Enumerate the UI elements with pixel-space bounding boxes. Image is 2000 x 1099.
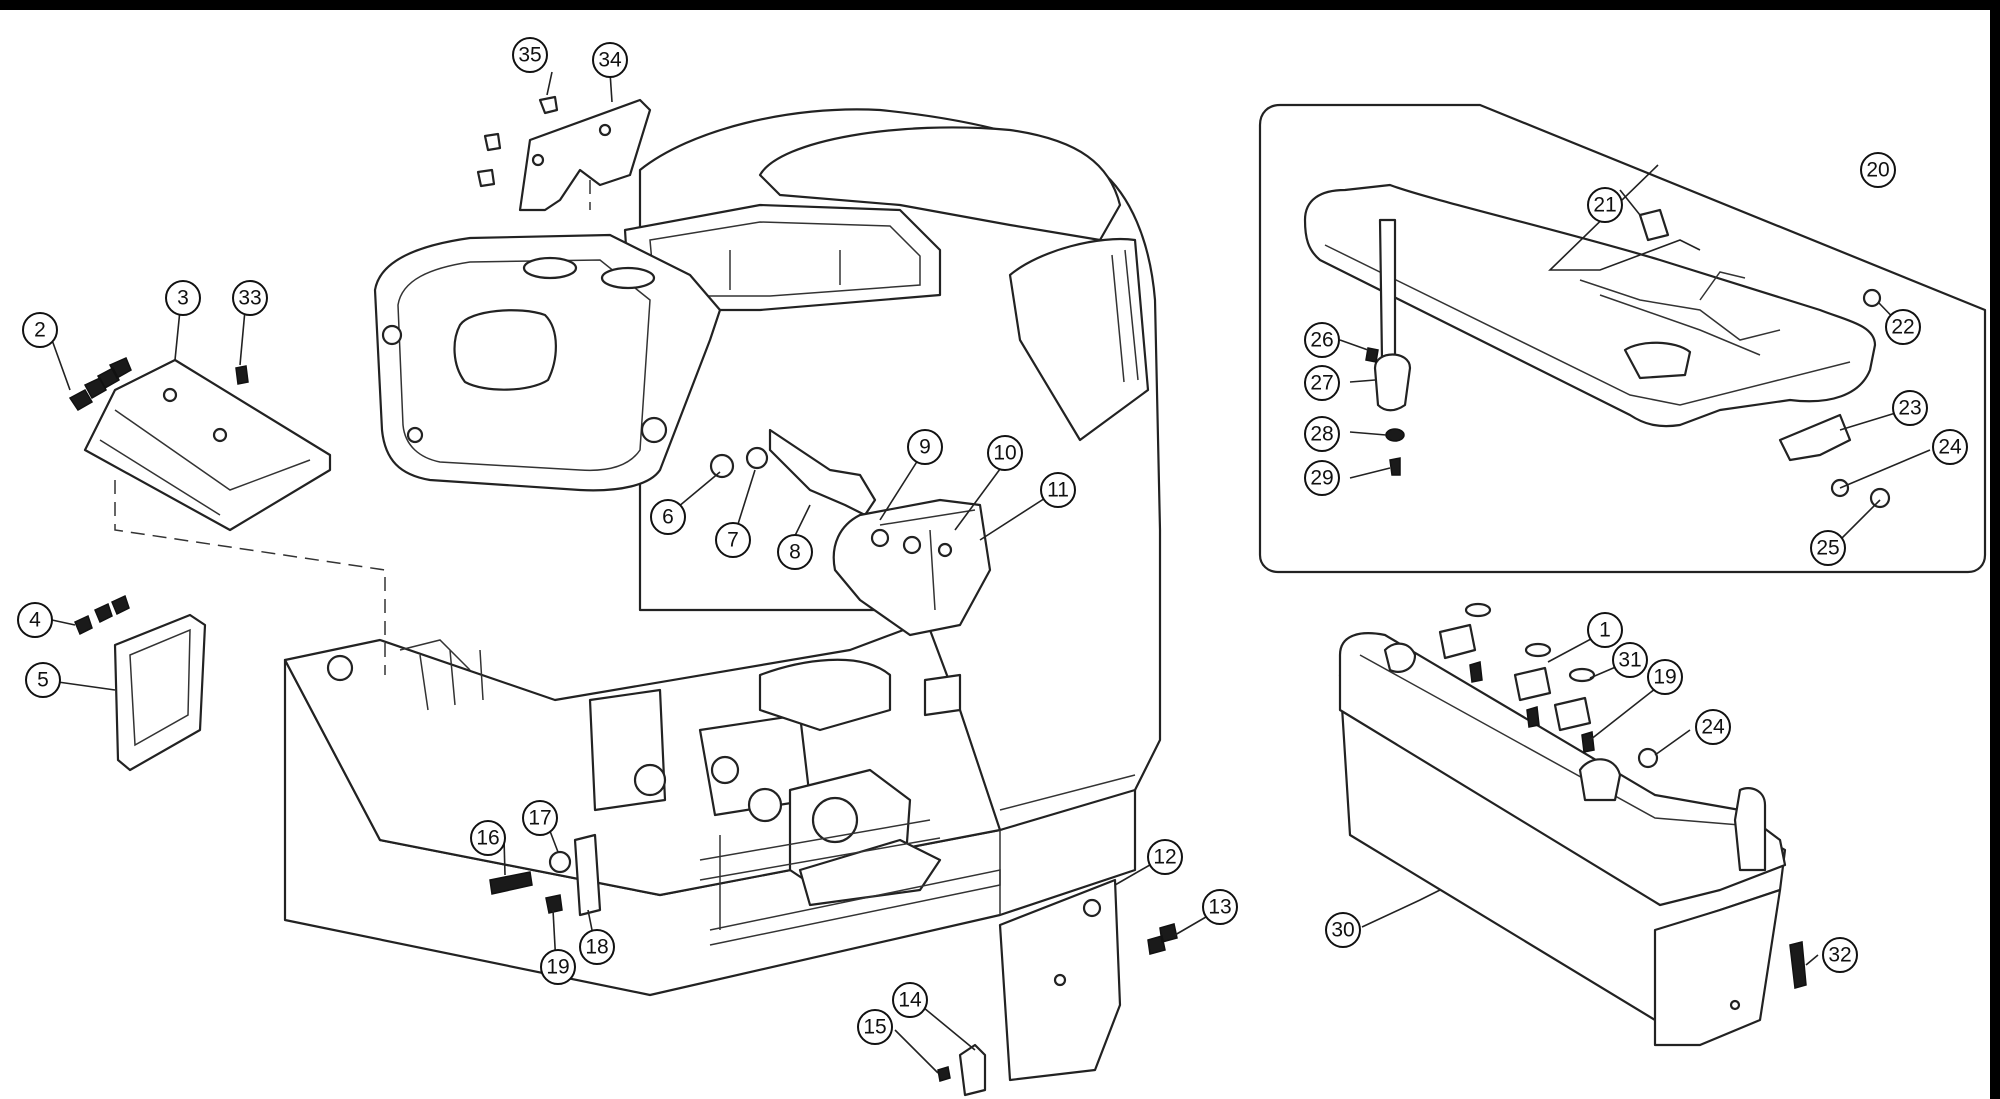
oil-tank xyxy=(1338,632,1787,1047)
main-housing xyxy=(283,108,1162,997)
callout-28: 28 xyxy=(1304,416,1340,452)
svg-text:17: 17 xyxy=(528,807,551,830)
callout-27: 27 xyxy=(1304,365,1340,401)
callout-24b: 24 xyxy=(1695,709,1731,745)
callout-22: 22 xyxy=(1885,309,1921,345)
exploded-parts-diagram: 1 2 3 4 5 6 7 8 9 10 11 12 13 14 15 16 1… xyxy=(17,37,1987,1097)
callout-18: 18 xyxy=(579,929,615,965)
svg-text:6: 6 xyxy=(662,506,674,529)
svg-text:23: 23 xyxy=(1898,397,1921,420)
svg-text:28: 28 xyxy=(1310,423,1333,446)
svg-text:1: 1 xyxy=(1599,619,1611,642)
callout-19b: 19 xyxy=(1647,659,1683,695)
callout-11: 11 xyxy=(1040,472,1076,508)
callout-8: 8 xyxy=(777,534,813,570)
callout-33: 33 xyxy=(232,280,268,316)
svg-text:19: 19 xyxy=(1653,666,1676,689)
svg-text:35: 35 xyxy=(518,44,541,67)
callout-4: 4 xyxy=(17,602,53,638)
svg-text:29: 29 xyxy=(1310,467,1333,490)
svg-text:10: 10 xyxy=(993,442,1016,465)
callout-21: 21 xyxy=(1587,187,1623,223)
svg-text:11: 11 xyxy=(1047,479,1069,502)
callout-7: 7 xyxy=(715,522,751,558)
svg-text:19: 19 xyxy=(546,956,569,979)
svg-text:8: 8 xyxy=(789,541,801,564)
svg-text:30: 30 xyxy=(1331,919,1354,942)
callout-23: 23 xyxy=(1892,390,1928,426)
svg-text:4: 4 xyxy=(29,609,41,632)
small-parts xyxy=(68,95,1891,1097)
callout-29: 29 xyxy=(1304,460,1340,496)
callout-1: 1 xyxy=(1587,612,1623,648)
svg-text:15: 15 xyxy=(863,1016,886,1039)
svg-text:24: 24 xyxy=(1701,716,1725,739)
svg-text:21: 21 xyxy=(1593,194,1616,217)
svg-text:31: 31 xyxy=(1618,649,1641,672)
svg-text:26: 26 xyxy=(1310,329,1333,352)
diagram-frame: 1 2 3 4 5 6 7 8 9 10 11 12 13 14 15 16 1… xyxy=(0,10,1990,1099)
callout-20: 20 xyxy=(1860,152,1896,188)
svg-text:25: 25 xyxy=(1816,537,1839,560)
svg-text:32: 32 xyxy=(1828,944,1851,967)
svg-text:2: 2 xyxy=(34,319,46,342)
callout-24: 24 xyxy=(1932,429,1968,465)
svg-text:9: 9 xyxy=(919,436,931,459)
callout-9: 9 xyxy=(907,429,943,465)
callout-12: 12 xyxy=(1147,839,1183,875)
callout-30: 30 xyxy=(1325,912,1361,948)
svg-text:7: 7 xyxy=(727,529,739,552)
leader-lines xyxy=(51,71,1931,1074)
svg-text:16: 16 xyxy=(476,827,499,850)
callout-31: 31 xyxy=(1612,642,1648,678)
svg-text:3: 3 xyxy=(177,287,189,310)
callout-6: 6 xyxy=(650,499,686,535)
callout-15: 15 xyxy=(857,1009,893,1045)
svg-text:14: 14 xyxy=(898,989,922,1012)
callout-16: 16 xyxy=(470,820,506,856)
svg-text:18: 18 xyxy=(585,936,608,959)
callout-19: 19 xyxy=(540,949,576,985)
callout-10: 10 xyxy=(987,435,1023,471)
callout-3: 3 xyxy=(165,280,201,316)
callout-26: 26 xyxy=(1304,322,1340,358)
callout-14: 14 xyxy=(892,982,928,1018)
callout-25: 25 xyxy=(1810,530,1846,566)
callout-32: 32 xyxy=(1822,937,1858,973)
svg-text:12: 12 xyxy=(1153,846,1176,869)
callout-17: 17 xyxy=(522,800,558,836)
top-cover-assembly-box xyxy=(1258,103,1987,574)
svg-text:20: 20 xyxy=(1866,159,1889,182)
callout-13: 13 xyxy=(1202,889,1238,925)
svg-text:27: 27 xyxy=(1310,372,1333,395)
callout-5: 5 xyxy=(25,662,61,698)
svg-text:33: 33 xyxy=(238,287,261,310)
svg-text:5: 5 xyxy=(37,669,49,692)
callout-34: 34 xyxy=(592,42,628,78)
svg-text:22: 22 xyxy=(1891,316,1914,339)
callout-2: 2 xyxy=(22,312,58,348)
svg-text:13: 13 xyxy=(1208,896,1231,919)
callout-35: 35 xyxy=(512,37,548,73)
svg-text:34: 34 xyxy=(598,49,622,72)
svg-text:24: 24 xyxy=(1938,436,1962,459)
